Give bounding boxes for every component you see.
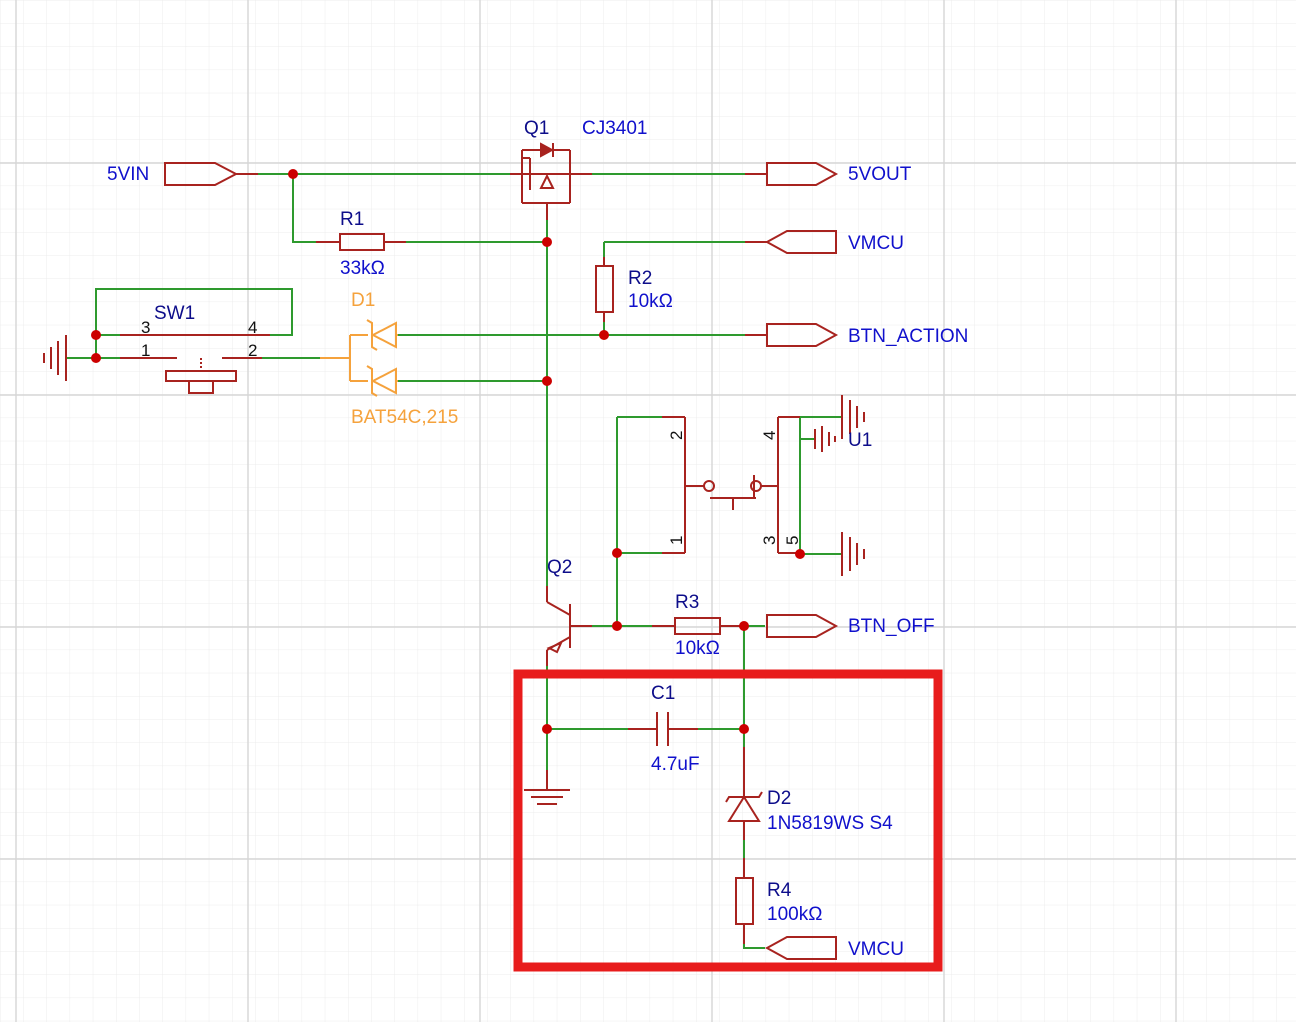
port-btn-off-shape [766, 614, 839, 638]
junction-dot [542, 724, 552, 734]
wires [66, 173, 842, 949]
q2-symbol [546, 586, 592, 666]
junction-dot [599, 330, 609, 340]
d1-symbol [320, 319, 398, 397]
junction-dot [739, 724, 749, 734]
u1-ref: U1 [848, 430, 872, 451]
c1-symbol [628, 712, 698, 746]
q1-symbol [510, 142, 592, 220]
symbols [43, 142, 865, 960]
junction-dot [542, 237, 552, 247]
port-5vout-shape [745, 162, 839, 186]
u1-pin-3: 3 [760, 536, 779, 545]
u1-pin-5: 5 [783, 536, 802, 545]
r1-value: 33kΩ [340, 258, 385, 279]
port-label-btn-action: BTN_ACTION [848, 326, 968, 347]
junction-dot [612, 548, 622, 558]
q1-value: CJ3401 [582, 118, 648, 139]
d2-value: 1N5819WS S4 [767, 813, 893, 834]
r3-ref: R3 [675, 592, 699, 613]
d2-ref: D2 [767, 788, 791, 809]
q2-ref: Q2 [547, 557, 572, 578]
r4-ref: R4 [767, 880, 792, 901]
junction-dot [288, 169, 298, 179]
port-label-vmcu-top: VMCU [848, 233, 904, 254]
port-label-vmcu-bottom: VMCU [848, 939, 904, 960]
u1-pin-2: 2 [667, 431, 686, 440]
r4-value: 100kΩ [767, 904, 822, 925]
port-btn-action-shape [745, 323, 839, 347]
c1-value: 4.7uF [651, 754, 700, 775]
r1-ref: R1 [340, 209, 364, 230]
sw1-symbol [120, 334, 270, 394]
junction-dot [542, 376, 552, 386]
r1-symbol [316, 233, 406, 251]
sw1-pin-3: 3 [141, 318, 150, 337]
u1-pin-4: 4 [760, 431, 779, 440]
u1-symbol [662, 416, 800, 554]
r4-symbol [735, 858, 754, 944]
port-label-btn-off: BTN_OFF [848, 616, 935, 637]
sw1-pin-2: 2 [248, 341, 257, 360]
q1-ref: Q1 [524, 118, 549, 139]
ground-right-mid-symbol [814, 426, 836, 452]
r2-symbol [595, 257, 614, 322]
junction-dot [612, 621, 622, 631]
junctions [91, 169, 805, 734]
d2-symbol [725, 747, 763, 840]
junction-dot [91, 330, 101, 340]
sw1-pin-1: 1 [141, 341, 150, 360]
r2-value: 10kΩ [628, 291, 673, 312]
port-label-5vin: 5VIN [107, 164, 149, 185]
ground-left-symbol [43, 335, 67, 381]
highlight-box [513, 669, 943, 972]
junction-dot [795, 549, 805, 559]
u1-pin-1: 1 [667, 536, 686, 545]
ground-bottom-symbol [524, 770, 570, 805]
d1-ref: D1 [351, 290, 375, 311]
junction-dot [739, 621, 749, 631]
ground-right-top-symbol [841, 395, 865, 439]
port-5vin-shape [164, 162, 258, 186]
port-vmcu-bottom-shape [764, 936, 837, 960]
sw1-pin-4: 4 [248, 318, 257, 337]
r2-ref: R2 [628, 268, 652, 289]
r3-symbol [652, 617, 742, 635]
sw1-ref: SW1 [154, 303, 195, 324]
d1-value: BAT54C,215 [351, 407, 458, 428]
r3-value: 10kΩ [675, 638, 720, 659]
c1-ref: C1 [651, 683, 675, 704]
ground-right-bottom-symbol [841, 532, 865, 576]
port-vmcu-top-shape [745, 230, 837, 254]
junction-dot [91, 353, 101, 363]
port-label-5vout: 5VOUT [848, 164, 912, 185]
